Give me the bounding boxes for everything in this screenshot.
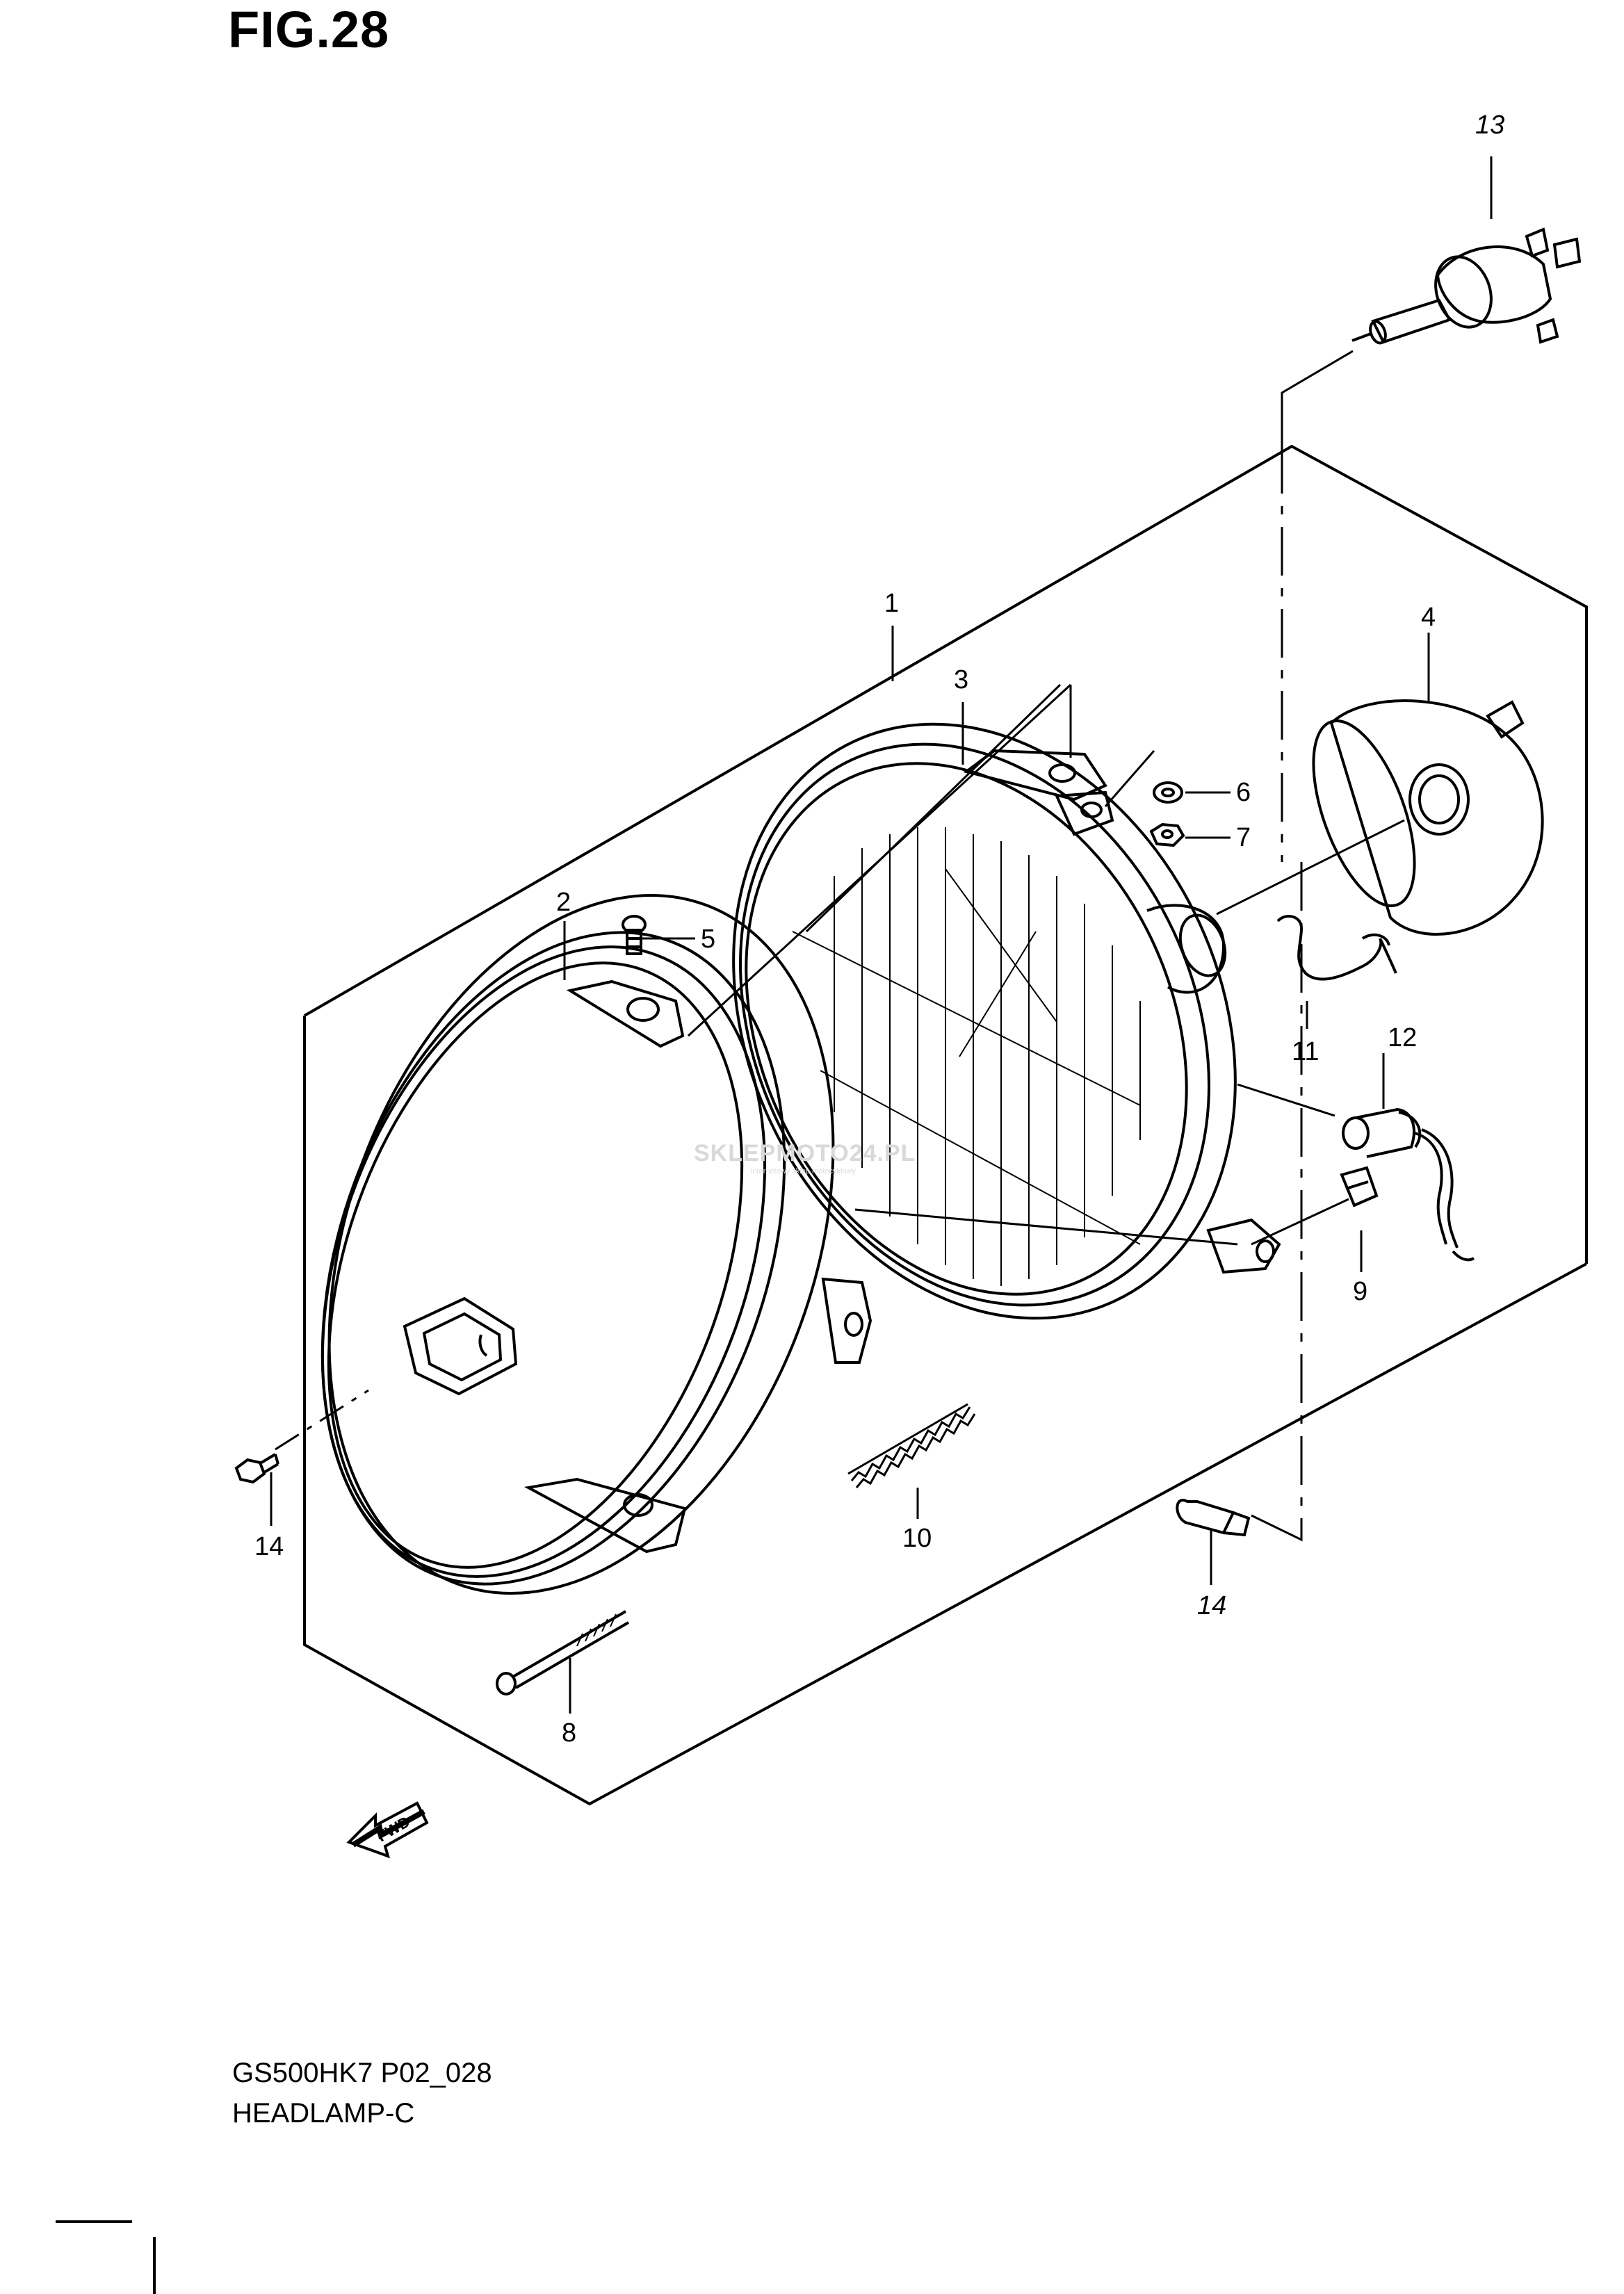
adjuster-bolt-part [496,1610,630,1695]
callout-12: 12 [1388,1023,1417,1052]
socket-cover-part [1312,699,1544,936]
headlight-bulb-part [1351,227,1582,345]
alignment-lines [275,350,1405,1542]
nut-part [1149,822,1185,847]
figure-name: HEADLAMP-C [232,2098,415,2129]
watermark: SKLEPMOTO24.PL internetowy sklep motocyk… [694,1140,916,1176]
forward-arrow: FWD [346,1801,429,1859]
fixing-bolt-part [234,1453,279,1484]
callout-8: 8 [562,1718,576,1748]
leader-lines [270,156,1493,1714]
figure-title: FIG.28 [228,1,390,58]
watermark-subtext: internetowy sklep motocyklowy [751,1167,856,1176]
headlamp-rim-part [320,894,872,1595]
callout-13: 13 [1475,111,1504,140]
callout-14-italic: 14 [1197,1591,1226,1620]
spring-part [850,1406,976,1488]
callout-5: 5 [701,925,715,954]
figure-code: GS500HK7 P02_028 [232,2058,492,2088]
callout-7: 7 [1236,823,1251,852]
clip-part [1340,1166,1379,1207]
callout-1: 1 [884,589,899,618]
callout-14: 14 [254,1532,284,1561]
position-lamp-socket-part [1342,1107,1475,1262]
callout-9: 9 [1353,1277,1367,1306]
position-bulb-part [1176,1499,1251,1537]
headlamp-unit-part [732,722,1281,1320]
page-crop-marks [56,2220,156,2294]
callout-labels: 1 2 3 4 5 6 7 8 9 10 11 12 13 14 14 [254,111,1504,1748]
callout-3: 3 [954,665,968,694]
wire-clip-part [1276,914,1397,981]
screw-part [622,915,647,955]
callout-10: 10 [902,1524,932,1553]
watermark-text: SKLEPMOTO24.PL [694,1140,916,1166]
lens-pattern [792,827,1141,1286]
assembly-box-outline [303,444,1588,1806]
callout-2: 2 [556,888,571,917]
washer-part [1153,781,1183,804]
callout-4: 4 [1421,603,1436,632]
callout-11: 11 [1292,1037,1319,1066]
callout-6: 6 [1236,778,1251,807]
